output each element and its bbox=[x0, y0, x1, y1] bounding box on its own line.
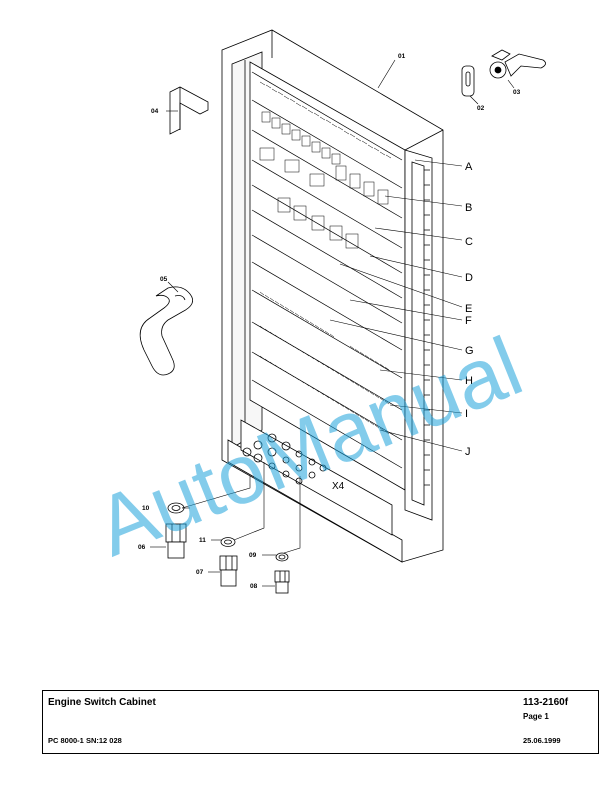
callout-01: 01 bbox=[398, 53, 406, 60]
callout-10: 10 bbox=[142, 505, 150, 512]
callout-04: 04 bbox=[151, 108, 159, 115]
document-date: 25.06.1999 bbox=[523, 736, 561, 745]
callout-07: 07 bbox=[196, 569, 204, 576]
callout-06: 06 bbox=[138, 544, 146, 551]
section-letter-g: G bbox=[465, 345, 474, 357]
door-frame bbox=[404, 149, 433, 521]
callout-08: 08 bbox=[250, 583, 258, 590]
door-handle-part bbox=[139, 286, 194, 376]
section-letter-e: E bbox=[465, 303, 472, 315]
callout-03: 03 bbox=[513, 89, 521, 96]
section-letter-j: J bbox=[465, 446, 471, 458]
title-block: Engine Switch Cabinet 113-2160f Page 1 P… bbox=[42, 690, 599, 754]
section-letter-h: H bbox=[465, 375, 473, 387]
gland-plate-holes bbox=[242, 433, 327, 485]
part-callouts: 01 02 03 04 05 06 07 08 09 10 11 bbox=[138, 53, 521, 590]
document-title: Engine Switch Cabinet bbox=[48, 697, 156, 708]
section-letter-a: A bbox=[465, 161, 473, 173]
lock-parts bbox=[461, 49, 546, 97]
section-letter-d: D bbox=[465, 272, 473, 284]
leader-lines bbox=[150, 59, 515, 587]
section-letter-i: I bbox=[465, 408, 468, 420]
hinge-bracket-part bbox=[169, 86, 209, 135]
terminal-label-x4: X4 bbox=[332, 481, 345, 492]
page-number: Page 1 bbox=[523, 712, 549, 721]
section-letter-c: C bbox=[465, 236, 473, 248]
callout-11: 11 bbox=[199, 537, 206, 544]
callout-05: 05 bbox=[160, 276, 168, 283]
exploded-view-drawing: 01 02 03 04 05 06 07 08 09 10 11 A B C D… bbox=[83, 29, 546, 594]
callout-09: 09 bbox=[249, 552, 257, 559]
din-rails bbox=[251, 71, 403, 469]
machine-model: PC 8000-1 SN:12 028 bbox=[48, 736, 122, 745]
section-letter-b: B bbox=[465, 202, 472, 214]
section-letter-f: F bbox=[465, 315, 472, 327]
section-letters: A B C D E F G H I J bbox=[465, 161, 474, 458]
document-number: 113-2160f bbox=[523, 697, 569, 708]
terminal-blocks bbox=[259, 81, 392, 435]
cable-glands bbox=[165, 502, 290, 594]
callout-02: 02 bbox=[477, 105, 485, 112]
